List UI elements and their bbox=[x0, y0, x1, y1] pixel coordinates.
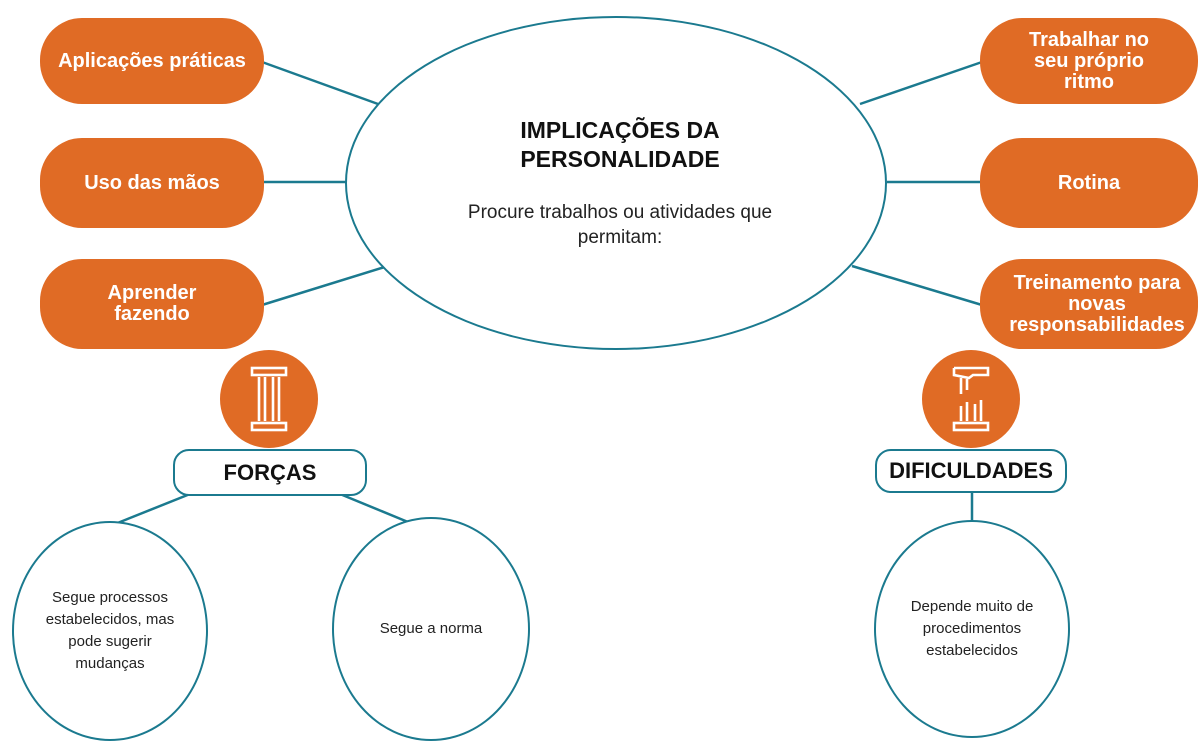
strengths-icon-circle bbox=[220, 350, 318, 448]
strengths-title-box: FORÇAS bbox=[173, 449, 367, 496]
broken-pillar-icon bbox=[952, 366, 990, 432]
center-oval bbox=[345, 16, 887, 350]
pill-label: Aprender fazendo bbox=[107, 282, 197, 325]
pill-right-2: Rotina bbox=[980, 138, 1198, 228]
pill-right-1: Trabalhar no seu próprio ritmo bbox=[980, 18, 1198, 104]
strengths-title: FORÇAS bbox=[223, 459, 317, 485]
pill-label: Aplicações práticas bbox=[58, 49, 246, 72]
pill-right-3: Treinamento para novas responsabilidades bbox=[980, 259, 1198, 349]
difficulties-title: DIFICULDADES bbox=[889, 458, 1053, 483]
connector-line bbox=[339, 492, 409, 524]
pill-label: Treinamento para novas responsabilidades bbox=[1009, 271, 1185, 336]
strength-bubble-2: Segue a norma bbox=[332, 517, 530, 741]
pill-left-3: Aprender fazendo bbox=[40, 259, 264, 349]
difficulties-icon-circle bbox=[922, 350, 1020, 448]
connector-line bbox=[859, 60, 983, 106]
difficulty-text: Depende muito de procedimentos estabelec… bbox=[910, 598, 1034, 659]
connector-line bbox=[851, 264, 983, 307]
pill-left-1: Aplicações práticas bbox=[40, 18, 264, 104]
difficulty-bubble-1: Depende muito de procedimentos estabelec… bbox=[874, 520, 1070, 738]
pill-label: Rotina bbox=[1057, 171, 1121, 194]
strength-text: Segue a norma bbox=[379, 620, 483, 637]
strength-bubble-1: Segue processos estabelecidos, mas pode … bbox=[12, 521, 208, 741]
connector-line bbox=[261, 264, 389, 307]
strength-text: Segue processos estabelecidos, mas pode … bbox=[45, 589, 175, 672]
difficulties-title-box: DIFICULDADES bbox=[875, 449, 1067, 493]
center-title: IMPLICAÇÕES DA PERSONALIDADE bbox=[520, 117, 720, 172]
pill-label: Uso das mãos bbox=[84, 171, 220, 194]
center-subtitle: Procure trabalhos ou atividades que perm… bbox=[467, 202, 773, 248]
connector-line bbox=[261, 60, 379, 106]
pillar-icon bbox=[250, 366, 288, 432]
pill-left-2: Uso das mãos bbox=[40, 138, 264, 228]
pill-label: Trabalhar no seu próprio ritmo bbox=[1028, 28, 1150, 93]
